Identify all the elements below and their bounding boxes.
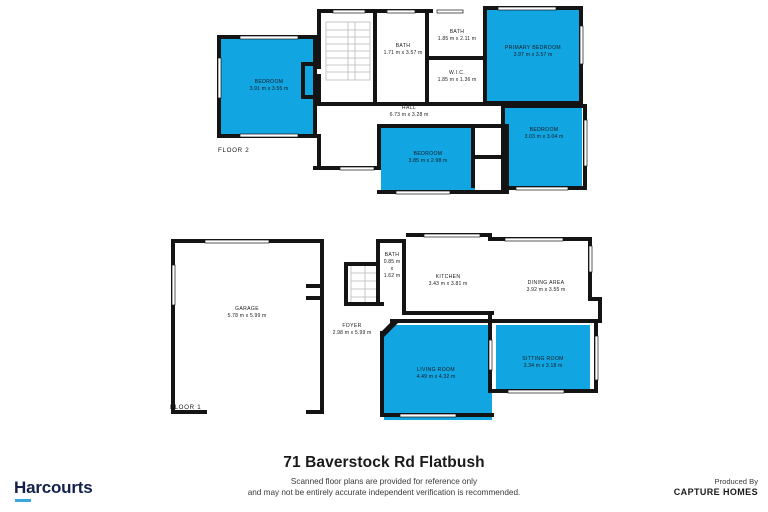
room-dim-foyer: 2.98 m x 5.99 m: [333, 330, 372, 336]
room-fill-stairwell: [317, 13, 377, 106]
room-name-bath-main: BATH: [396, 43, 411, 49]
produced-by-name: CAPTURE HOMES: [673, 487, 758, 497]
windows-floor-1: [171, 233, 599, 418]
room-name-primary-bedroom: PRIMARY BEDROOM: [505, 45, 561, 51]
room-name-dining-area: DINING AREA: [528, 280, 565, 286]
room-fill-bedroom-right: [505, 108, 582, 186]
room-dim-bath-powder-h: 1.62 m: [384, 273, 400, 279]
room-name-sitting-room: SITTING ROOM: [522, 356, 564, 362]
disclaimer: Scanned floor plans are provided for ref…: [0, 476, 768, 498]
disclaimer-line-2: and may not be entirely accurate indepen…: [247, 488, 521, 497]
produced-by-label: Produced By: [714, 477, 758, 486]
room-dim-walk-in-closet: 1.85 m x 1.36 m: [438, 77, 477, 83]
disclaimer-line-1: Scanned floor plans are provided for ref…: [290, 477, 478, 486]
room-name-foyer: FOYER: [342, 323, 361, 329]
produced-by: Produced By CAPTURE HOMES: [674, 476, 758, 498]
labels-floor-2: BEDROOM 3.91 m x 3.55 m BATH 1.71 m x 3.…: [218, 29, 563, 164]
room-name-living-room: LIVING ROOM: [417, 367, 455, 373]
room-fill-primary-bedroom: [487, 10, 581, 105]
room-name-bath-powder: BATH: [385, 252, 400, 258]
room-dim-hall: 6.73 m x 3.28 m: [390, 112, 429, 118]
harcourts-logo-underline: [15, 499, 31, 502]
room-fill-dining-area: [492, 241, 592, 315]
room-fill-bath-main: [377, 13, 427, 105]
room-name-bedroom-left: BEDROOM: [255, 79, 284, 85]
room-dim-kitchen: 3.43 m x 3.81 m: [429, 281, 468, 287]
room-name-hall: HALL: [402, 105, 416, 111]
room-fill-bedroom-mid: [381, 128, 475, 194]
room-name-walk-in-closet: W.I.C.: [449, 70, 465, 76]
room-fill-walk-in-closet: [430, 61, 485, 105]
room-fill-garage: [175, 243, 320, 410]
room-dim-bath-powder-x: x: [391, 266, 394, 272]
room-fill-sitting-room: [496, 325, 590, 393]
footer: 71 Baverstock Rd Flatbush Scanned floor …: [0, 450, 768, 512]
windows-floor-2: [217, 6, 588, 195]
page-title: 71 Baverstock Rd Flatbush: [283, 454, 485, 471]
harcourts-logo[interactable]: Harcourts: [14, 478, 93, 497]
room-name-bath-ensuite: BATH: [450, 29, 465, 35]
room-dim-bedroom-mid: 3.85 m x 2.98 m: [409, 158, 448, 164]
stair-treads-floor-2: [325, 21, 371, 81]
room-dim-bath-powder-w: 0.85 m: [384, 259, 400, 265]
room-dim-bath-ensuite: 1.85 m x 2.11 m: [438, 36, 476, 42]
room-dim-primary-bedroom: 3.97 m x 3.57 m: [514, 52, 553, 58]
floor-1-plan: GARAGE 5.78 m x 5.99 m FOYER 2.98 m x 5.…: [170, 233, 602, 420]
labels-floor-1: GARAGE 5.78 m x 5.99 m FOYER 2.98 m x 5.…: [170, 252, 565, 411]
room-fill-closet-a: [475, 130, 505, 157]
room-fill-landing: [317, 136, 377, 164]
room-fill-kitchen: [406, 237, 492, 315]
room-dim-bedroom-left: 3.91 m x 3.55 m: [250, 86, 289, 92]
room-fill-bath-ensuite: [430, 13, 485, 59]
room-dim-sitting-room: 3.34 m x 3.18 m: [524, 363, 563, 369]
room-fill-foyer: [324, 243, 380, 410]
room-dim-garage: 5.78 m x 5.99 m: [228, 313, 267, 319]
room-dim-bath-main: 1.71 m x 3.57 m: [384, 50, 423, 56]
floor-1-label: FLOOR 1: [170, 404, 201, 411]
floor-2-label: FLOOR 2: [218, 147, 249, 154]
floor-2-plan: BEDROOM 3.91 m x 3.55 m BATH 1.71 m x 3.…: [217, 6, 588, 195]
room-dim-dining-area: 3.92 m x 3.55 m: [527, 287, 566, 293]
room-fill-closet-b: [475, 160, 505, 187]
room-fill-living-room: [384, 325, 492, 420]
room-name-bedroom-right: BEDROOM: [530, 127, 559, 133]
room-name-garage: GARAGE: [235, 306, 259, 312]
room-fill-bath-powder: [378, 245, 406, 287]
room-name-bedroom-mid: BEDROOM: [414, 151, 443, 157]
room-dim-bedroom-right: 3.03 m x 3.04 m: [525, 134, 564, 140]
room-name-kitchen: KITCHEN: [436, 274, 461, 280]
room-dim-living-room: 4.49 m x 4.32 m: [417, 374, 456, 380]
